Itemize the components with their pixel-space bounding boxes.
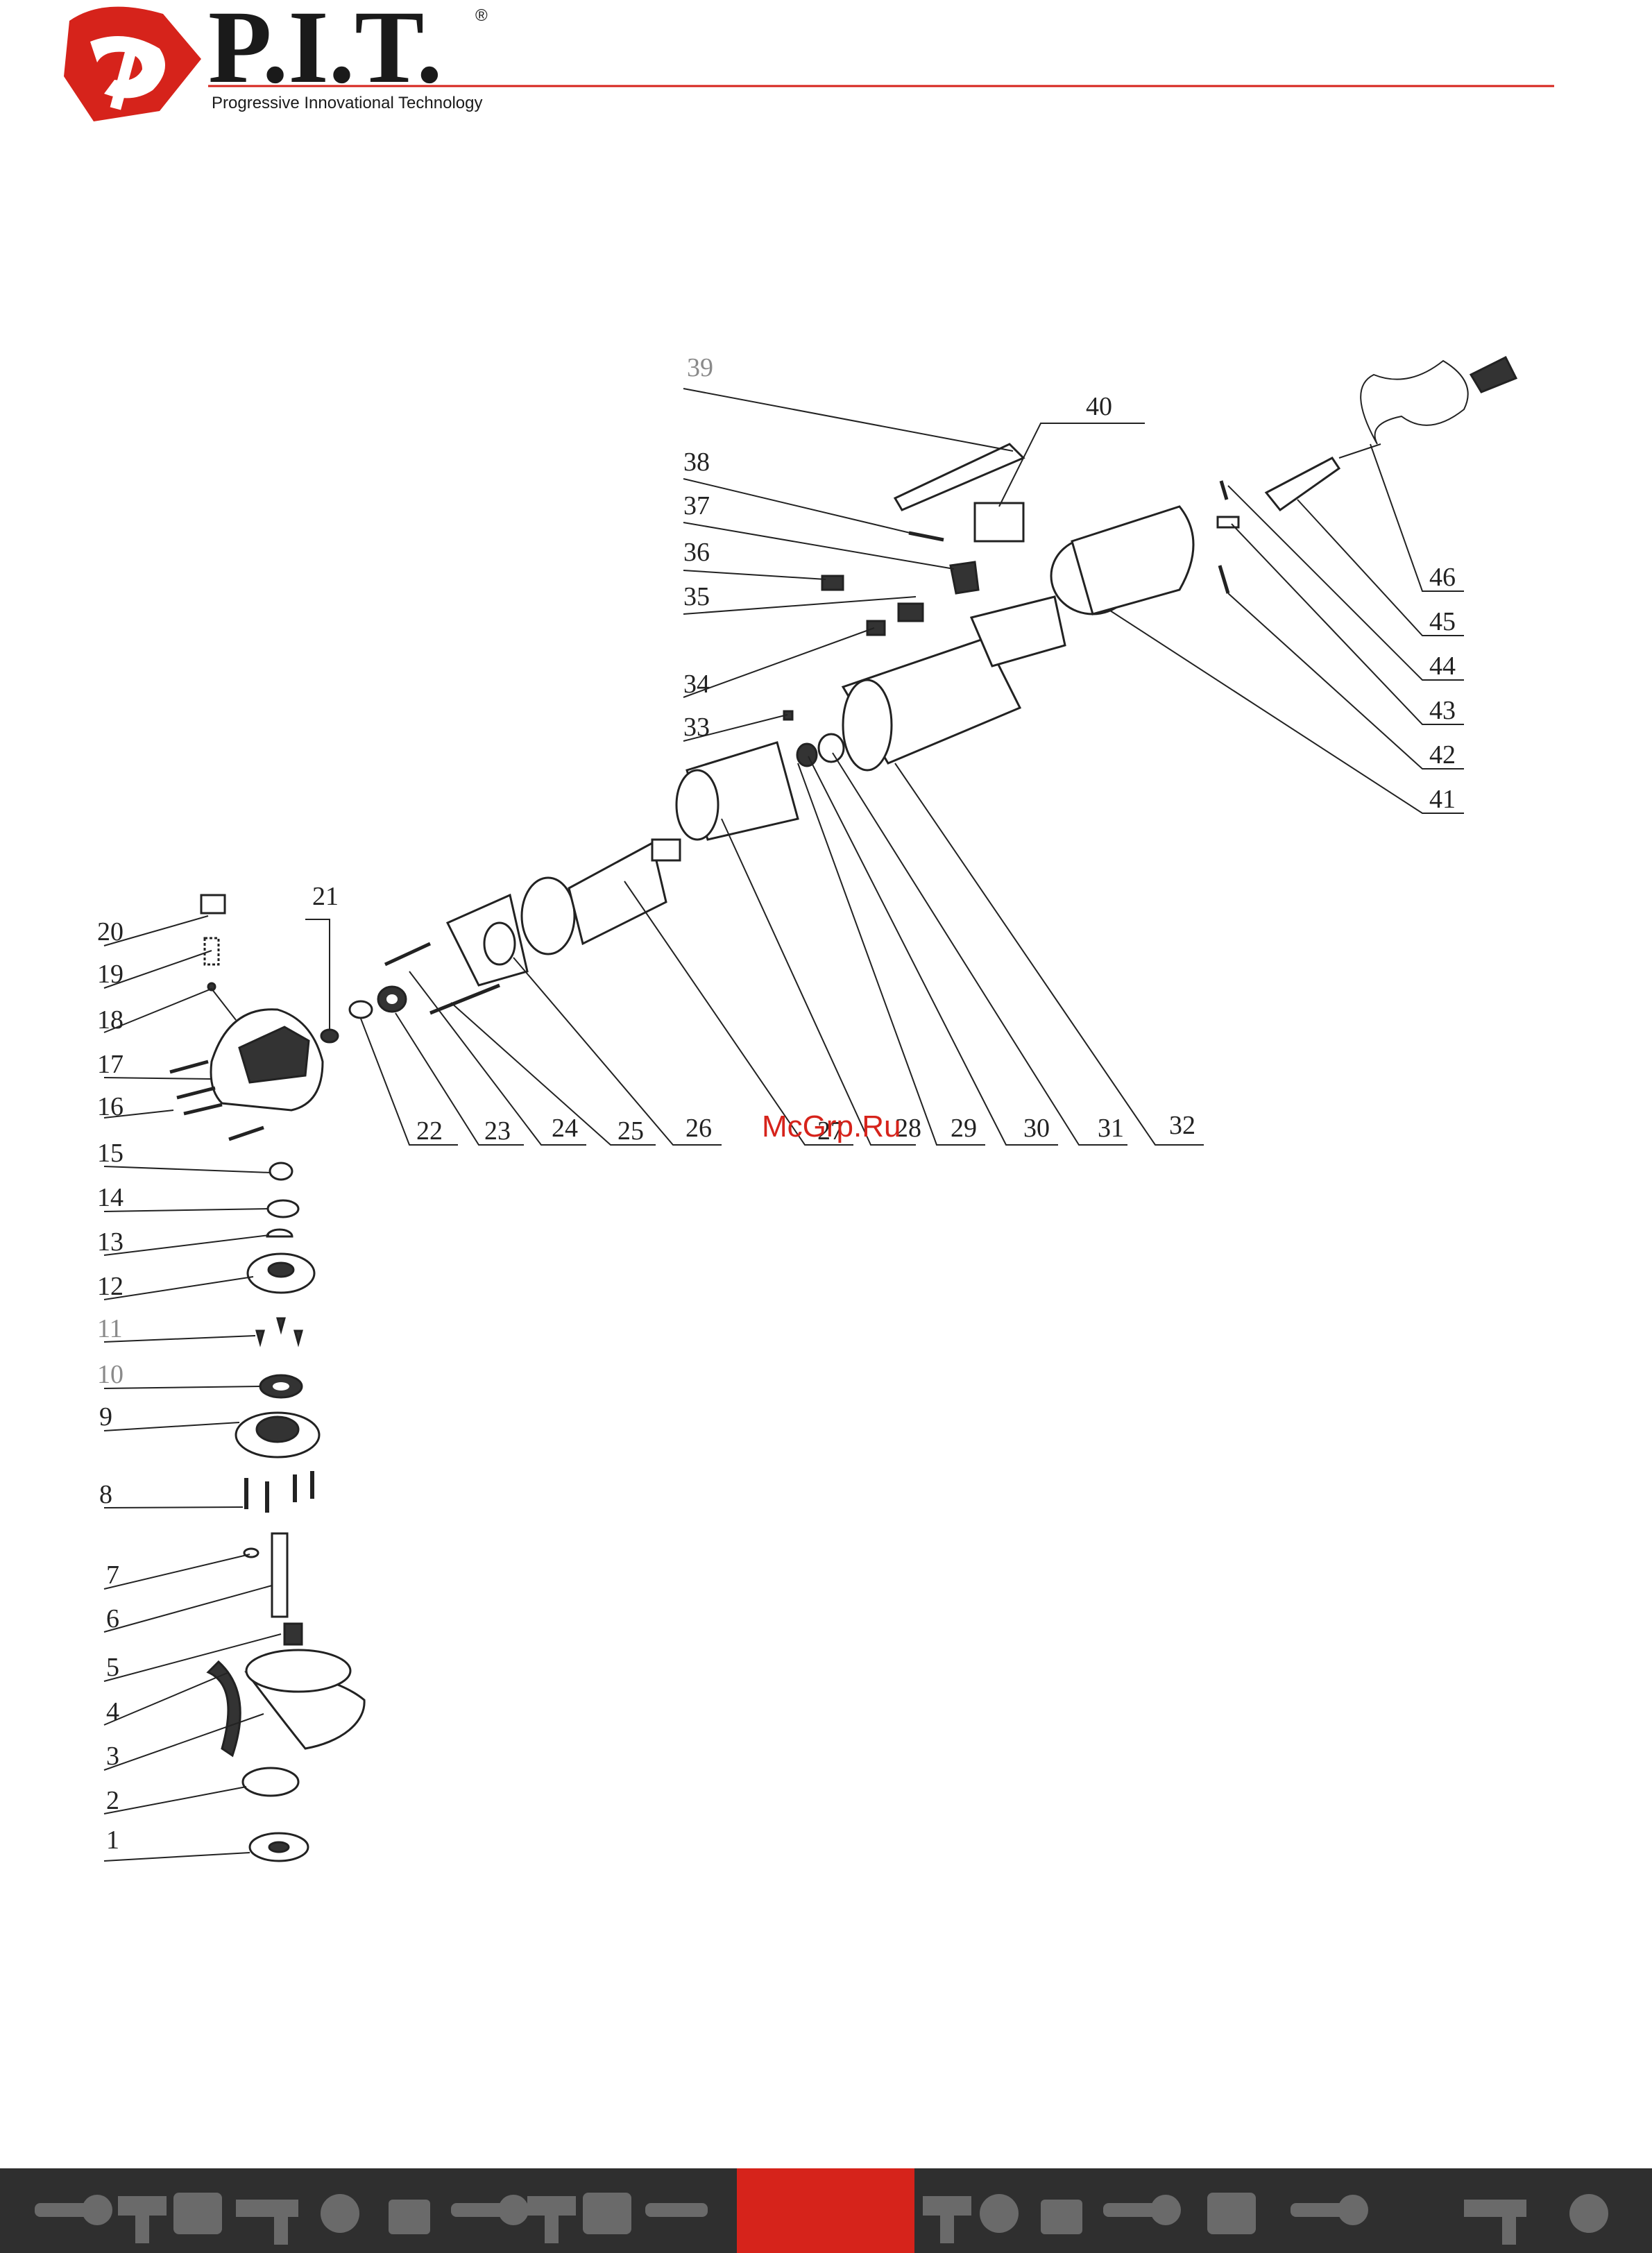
part-cable-sleeve (1266, 458, 1339, 510)
part-screw-42 (1220, 566, 1228, 593)
part-number-17: 17 (97, 1050, 124, 1079)
part-number-33: 33 (683, 713, 710, 742)
part-number-26: 26 (686, 1114, 712, 1143)
part-number-36: 36 (683, 538, 710, 567)
part-brush-holder (867, 621, 885, 635)
part-fan (522, 878, 574, 954)
part-number-16: 16 (97, 1092, 124, 1121)
mixer-icon-3 (1569, 2194, 1608, 2233)
part-spindle (272, 1533, 287, 1617)
part-small-bearing (350, 1001, 372, 1018)
part-brush (822, 576, 843, 590)
generator-icon-2 (583, 2193, 631, 2234)
part-number-34: 34 (683, 670, 710, 699)
part-number-5: 5 (106, 1653, 119, 1682)
part-number-42: 42 (1429, 740, 1456, 770)
mixer-icon-2 (980, 2194, 1019, 2233)
part-number-18: 18 (97, 1005, 124, 1035)
part-number-25: 25 (618, 1116, 644, 1146)
part-switch (975, 503, 1023, 541)
part-power-cord (1339, 361, 1468, 458)
part-number-9: 9 (99, 1402, 112, 1431)
part-number-35: 35 (683, 582, 710, 611)
footer-bar (0, 2168, 1652, 2253)
watermark: McGrp.Ru (762, 1110, 901, 1143)
part-screw-44 (1221, 481, 1227, 500)
hammer-drill-icon (236, 2200, 298, 2245)
part-number-8: 8 (99, 1480, 112, 1509)
mixer-icon (321, 2194, 359, 2233)
part-ring (268, 1200, 298, 1217)
part-number-40: 40 (1086, 392, 1112, 421)
part-nut (321, 1030, 338, 1042)
part-number-43: 43 (1429, 696, 1456, 725)
toolbox-icon (389, 2200, 430, 2234)
part-number-13: 13 (97, 1227, 124, 1257)
part-number-41: 41 (1429, 785, 1456, 814)
part-brush-clip (899, 604, 923, 621)
part-number-6: 6 (106, 1604, 119, 1633)
grinder-icon-5 (1291, 2195, 1368, 2225)
part-cable-clamp (1218, 517, 1238, 527)
part-screw-24 (385, 944, 430, 964)
part-lever (208, 1662, 240, 1755)
part-number-15: 15 (97, 1139, 124, 1168)
part-number-30: 30 (1023, 1114, 1050, 1143)
toolbox-icon-2 (1041, 2200, 1082, 2234)
part-bushing (270, 1163, 292, 1180)
footer-accent-block (737, 2168, 914, 2253)
part-flange (243, 1768, 298, 1796)
part-number-44: 44 (1429, 652, 1456, 681)
part-number-1: 1 (106, 1826, 119, 1855)
part-number-20: 20 (97, 917, 124, 946)
grinder-icon-3 (645, 2203, 708, 2217)
part-number-19: 19 (97, 960, 124, 989)
part-plug (1471, 357, 1516, 392)
part-number-24: 24 (552, 1114, 578, 1143)
drill-icon-2 (527, 2196, 576, 2243)
part-lock-button (201, 895, 225, 913)
hammer-drill-icon-2 (1464, 2200, 1526, 2245)
part-washer-31 (819, 734, 844, 762)
generator-icon (173, 2193, 222, 2234)
drill-icon-3 (923, 2196, 971, 2243)
part-number-46: 46 (1429, 563, 1456, 592)
drill-icon (118, 2196, 167, 2243)
part-washer-30 (797, 744, 817, 766)
part-number-37: 37 (683, 491, 710, 520)
part-number-29: 29 (951, 1114, 977, 1143)
part-screws-8 (246, 1471, 312, 1513)
grinder-icon-2 (451, 2195, 529, 2225)
part-screws-11 (257, 1318, 302, 1343)
part-number-3: 3 (106, 1742, 119, 1771)
part-number-7: 7 (106, 1561, 119, 1590)
grinder-icon-4 (1103, 2195, 1181, 2225)
part-number-31: 31 (1098, 1114, 1124, 1143)
part-number-39: 39 (687, 353, 713, 382)
part-number-38: 38 (683, 448, 710, 477)
generator-icon-3 (1207, 2193, 1256, 2234)
part-number-11: 11 (97, 1314, 123, 1343)
part-number-21: 21 (312, 882, 339, 911)
part-number-4: 4 (106, 1697, 119, 1726)
part-number-22: 22 (416, 1116, 443, 1146)
part-washer (267, 1230, 292, 1236)
part-number-14: 14 (97, 1183, 124, 1212)
part-number-2: 2 (106, 1786, 119, 1815)
grinder-icon (35, 2195, 112, 2225)
part-screw-25 (430, 985, 500, 1013)
part-clamp-screw (284, 1624, 302, 1644)
part-number-32: 32 (1169, 1111, 1195, 1140)
part-number-12: 12 (97, 1272, 124, 1301)
part-switch-trigger (951, 562, 978, 593)
part-switch-rod (895, 444, 1023, 510)
part-number-45: 45 (1429, 607, 1456, 636)
part-number-23: 23 (484, 1116, 511, 1146)
part-number-10: 10 (97, 1360, 124, 1389)
